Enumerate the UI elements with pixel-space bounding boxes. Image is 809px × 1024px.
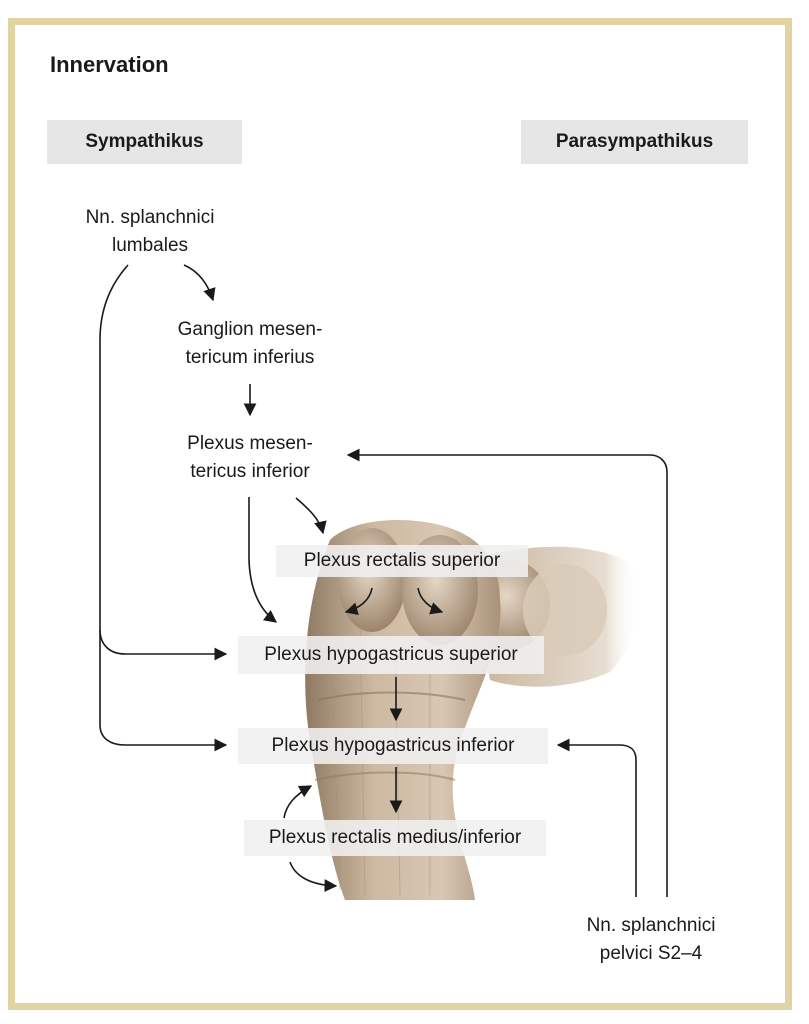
label-plexus-hypogastricus-superior: Plexus hypogastricus superior <box>238 636 544 674</box>
header-sympathikus: Sympathikus <box>47 120 242 164</box>
label-plexus-rectalis-superior: Plexus rectalis superior <box>276 545 528 577</box>
label-line: tericus inferior <box>190 461 310 482</box>
arrows <box>99 264 668 897</box>
label-plexus-hypogastricus-inferior: Plexus hypogastricus inferior <box>238 728 548 764</box>
header-parasympathikus: Parasympathikus <box>521 120 748 164</box>
label-ganglion-mesentericum-inferius: Ganglion mesen- tericum inferius <box>160 316 340 372</box>
arrow-pelvici-to-plexus-mesentericus <box>346 448 668 897</box>
label-line: Ganglion mesen- <box>177 319 323 340</box>
arrow-rectalis-medius-up <box>283 785 313 819</box>
arrow-lumbales-to-hypogastricus-superior <box>99 264 228 661</box>
label-line: Nn. splanchnici <box>586 915 716 936</box>
arrow-plexus-mesentericus-to-rectalis-superior <box>295 497 327 535</box>
label-line: Plexus mesen- <box>187 433 313 454</box>
arrow-rectalis-medius-down <box>289 861 338 892</box>
label-line: tericum inferius <box>185 347 315 368</box>
label-plexus-rectalis-medius-inferior: Plexus rectalis medius/inferior <box>244 820 546 856</box>
arrow-plexus-mesentericus-to-hypogastricus-superior <box>248 497 278 623</box>
arrow-lumbales-to-hypogastricus-inferior <box>99 630 228 752</box>
diagram-title: Innervation <box>50 52 169 77</box>
arrow-rectalis-superior-left <box>344 587 373 615</box>
label-plexus-mesentericus-inferior: Plexus mesen- tericus inferior <box>170 430 330 486</box>
label-nn-splanchnici-lumbales: Nn. splanchnici lumbales <box>66 204 234 260</box>
label-line: Nn. splanchnici <box>85 207 215 228</box>
label-line: lumbales <box>111 235 189 256</box>
label-line: pelvici S2–4 <box>599 943 703 964</box>
arrow-rectalis-superior-right <box>417 587 444 615</box>
label-nn-splanchnici-pelvici: Nn. splanchnici pelvici S2–4 <box>566 912 736 968</box>
arrow-lumbales-to-ganglion <box>183 264 216 302</box>
arrow-pelvici-to-hypogastricus-inferior <box>556 738 637 897</box>
